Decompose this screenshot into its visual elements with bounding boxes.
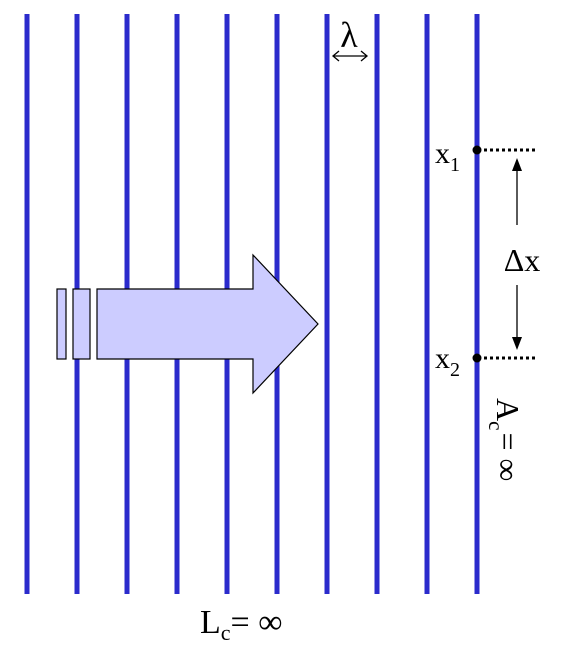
coherence-area-value: = ∞ <box>490 432 526 481</box>
delta-x-label: Δx <box>504 242 541 278</box>
svg-text:Ac= ∞: Ac = ∞ <box>484 398 526 481</box>
point-x2: x2 <box>435 342 538 381</box>
wavelength-label: λ <box>340 15 358 55</box>
delta-x-marker: Δx <box>504 158 541 350</box>
coherence-length-label: Lc= ∞ <box>200 604 282 645</box>
coherence-length-main: L <box>200 604 221 641</box>
x2-label: x2 <box>435 342 460 381</box>
coherence-length-subscript: c <box>221 620 231 645</box>
wavelength-arrow-right-head <box>360 50 369 62</box>
wavelength-marker: λ <box>331 15 369 62</box>
x2-subscript: 2 <box>450 359 460 381</box>
arrow-tail-bar-2 <box>72 288 91 360</box>
coherence-area-main: A <box>490 398 526 421</box>
x2-dot <box>472 353 482 363</box>
delta-x-up-arrowhead <box>512 158 522 171</box>
coherence-length-value: = ∞ <box>231 604 283 641</box>
point-x1: x1 <box>435 137 538 176</box>
x1-subscript: 1 <box>450 154 460 176</box>
wavelength-arrow-left-head <box>331 50 340 62</box>
x1-dot <box>472 145 482 155</box>
arrow-tail-bar-1 <box>56 288 67 360</box>
arrow-body <box>96 253 319 395</box>
propagation-arrow <box>56 253 319 395</box>
delta-x-down-arrowhead <box>512 337 522 350</box>
coherence-area-label: Ac = ∞ <box>484 398 526 481</box>
coherence-area-subscript: c <box>484 421 508 430</box>
svg-text:Lc= ∞: Lc= ∞ <box>200 604 282 645</box>
x1-label: x1 <box>435 137 460 176</box>
